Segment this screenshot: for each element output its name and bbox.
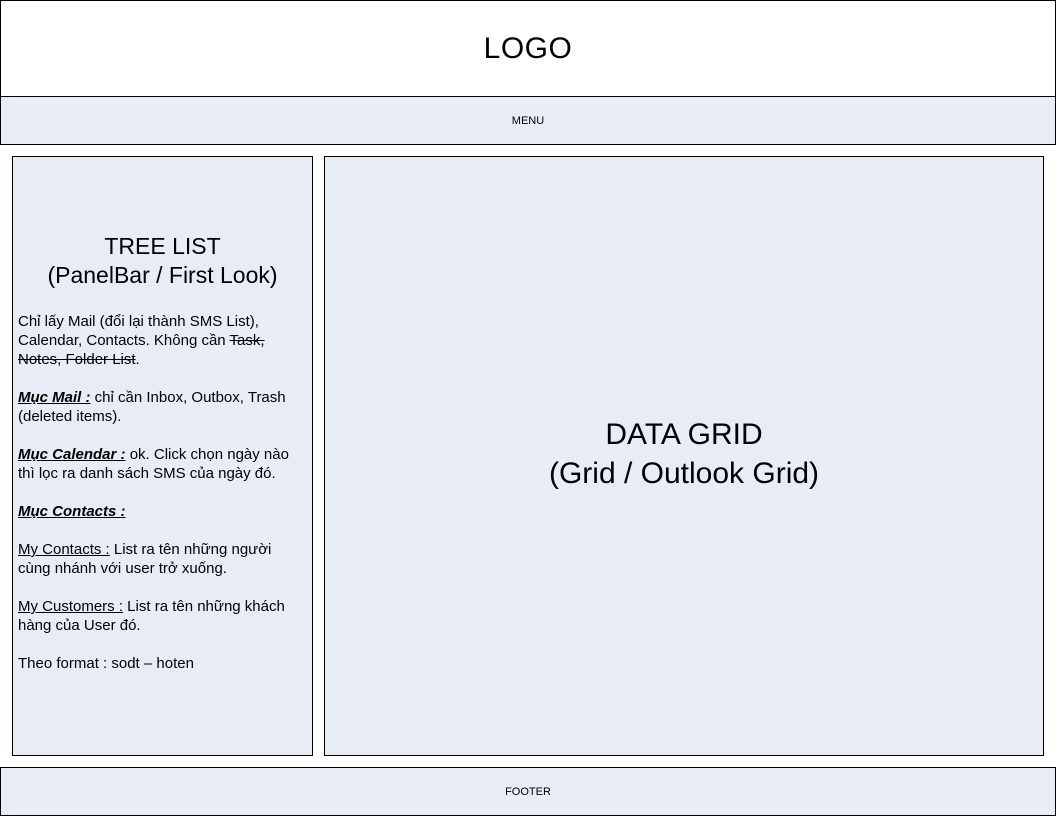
calendar-text: ok. Click chọn ngày nào thì lọc ra danh … <box>18 446 289 482</box>
mail-heading: Mục Mail : <box>18 389 91 406</box>
footer-label: FOOTER <box>505 785 551 798</box>
menu-label: MENU <box>511 114 545 127</box>
my-customers-note: My Customers : List ra tên những khách h… <box>18 597 307 635</box>
data-grid-title-line1: DATA GRID <box>605 418 763 451</box>
calendar-note: Mục Calendar : ok. Click chọn ngày nào t… <box>18 445 307 483</box>
data-grid-title-line2: (Grid / Outlook Grid) <box>548 457 820 490</box>
contacts-note: Mục Contacts : <box>18 502 307 521</box>
tree-list-title: TREE LIST (PanelBar / First Look) <box>18 232 307 290</box>
calendar-heading: Mục Calendar : <box>18 446 126 463</box>
tree-list-notes: Chỉ lấy Mail (đổi lại thành SMS List), C… <box>18 312 307 673</box>
my-contacts-label: My Contacts : <box>18 541 110 558</box>
contacts-heading: Mục Contacts : <box>18 503 126 520</box>
my-customers-text: List ra tên những khách hàng của User đó… <box>18 598 285 634</box>
intro-prefix: Chỉ lấy Mail (đổi lại thành SMS List), C… <box>18 313 259 349</box>
tree-list-title-line2: (PanelBar / First Look) <box>47 262 278 288</box>
format-note: Theo format : sodt – hoten <box>18 655 194 672</box>
my-contacts-note: My Contacts : List ra tên những người cù… <box>18 540 307 578</box>
intro-suffix: . <box>135 351 140 368</box>
data-grid-title: DATA GRID (Grid / Outlook Grid) <box>549 415 819 493</box>
footer-bar: FOOTER <box>0 767 1056 816</box>
intro-struck-items: Task, Notes, Folder List <box>18 332 265 368</box>
mail-text: chỉ cần Inbox, Outbox, Trash (deleted it… <box>18 389 286 425</box>
my-customers-label: My Customers : <box>18 598 124 615</box>
tree-list-panel[interactable]: TREE LIST (PanelBar / First Look) Chỉ lấ… <box>12 156 313 756</box>
logo-label: LOGO <box>483 31 573 65</box>
my-contacts-text: List ra tên những người cùng nhánh với u… <box>18 541 272 577</box>
intro-note: Chỉ lấy Mail (đổi lại thành SMS List), C… <box>18 312 307 369</box>
data-grid-panel[interactable]: DATA GRID (Grid / Outlook Grid) <box>324 156 1044 756</box>
mail-note: Mục Mail : chỉ cần Inbox, Outbox, Trash … <box>18 388 307 426</box>
tree-list-title-line1: TREE LIST <box>104 233 221 259</box>
menu-bar[interactable]: MENU <box>0 96 1056 145</box>
logo-area: LOGO <box>0 0 1056 97</box>
